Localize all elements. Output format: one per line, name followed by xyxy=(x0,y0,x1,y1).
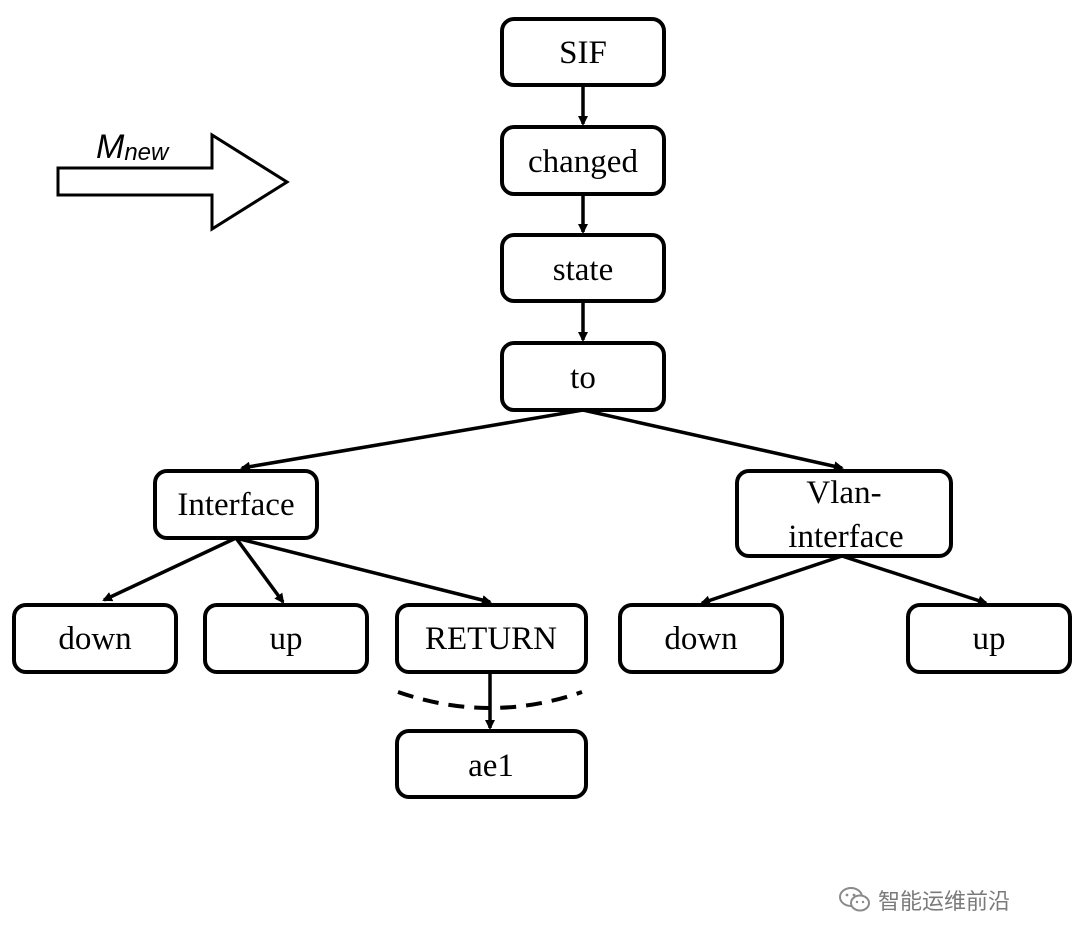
edge-interface-up xyxy=(234,536,285,604)
edge-to-interface xyxy=(240,408,584,472)
m-new-subscript: new xyxy=(124,139,170,166)
node-changed: changed xyxy=(500,125,666,196)
node-return-label: RETURN xyxy=(425,621,557,657)
node-interface-label: Interface xyxy=(177,487,294,523)
edges xyxy=(102,85,988,730)
edge-vlan-up xyxy=(841,554,988,606)
edge-interface-return xyxy=(235,536,492,605)
node-state: state xyxy=(500,233,666,303)
node-down-left-label: down xyxy=(58,621,131,657)
node-ae1: ae1 xyxy=(395,729,588,799)
node-down-right: down xyxy=(618,603,784,674)
m-new-main: M xyxy=(96,128,125,166)
node-vlan-line1: Vlan- xyxy=(806,475,881,511)
watermark-text: 智能运维前沿 xyxy=(878,890,1011,915)
node-sif-label: SIF xyxy=(559,35,607,71)
node-down-right-label: down xyxy=(664,621,737,657)
node-vlan-interface: Vlan- interface xyxy=(735,469,953,558)
node-up-left: up xyxy=(203,603,369,674)
node-vlan-line2: interface xyxy=(788,519,903,555)
node-down-left: down xyxy=(12,603,178,674)
node-up-right: up xyxy=(906,603,1072,674)
watermark: 智能运维前沿 xyxy=(838,884,1010,916)
node-changed-label: changed xyxy=(528,144,638,180)
wechat-icon xyxy=(839,887,870,912)
dashed-cut-line xyxy=(397,690,583,710)
edge-to-vlan-interface xyxy=(582,408,844,472)
node-state-label: state xyxy=(553,252,613,288)
node-to-label: to xyxy=(570,360,596,396)
node-ae1-label: ae1 xyxy=(468,748,514,784)
node-up-right-label: up xyxy=(973,621,1006,657)
node-return: RETURN xyxy=(395,603,588,674)
m-new-label: Mnew xyxy=(96,128,170,166)
edge-vlan-down xyxy=(700,554,843,606)
node-interface: Interface xyxy=(153,469,319,540)
node-to: to xyxy=(500,341,666,412)
node-up-left-label: up xyxy=(270,621,303,657)
node-sif: SIF xyxy=(500,17,666,87)
m-new-arrow xyxy=(56,132,290,232)
edge-interface-down xyxy=(102,536,237,602)
